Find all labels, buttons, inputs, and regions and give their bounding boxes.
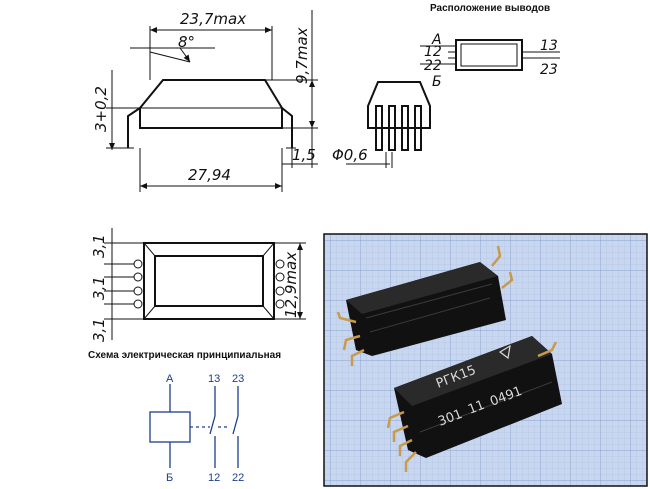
- dim-pin-spacing-1: 3,1: [90, 234, 108, 258]
- pinout-label-a: A: [431, 32, 442, 48]
- schematic-contact-23: 23: [232, 373, 244, 385]
- schematic-coil-bottom: Б: [166, 472, 173, 484]
- dim-pin-diameter: Φ0,6: [332, 146, 368, 164]
- relay-marking-code-b: 11: [466, 398, 487, 418]
- schematic-contact-22: 22: [232, 472, 244, 484]
- dim-body-depth: 12,9max: [282, 252, 300, 318]
- schematic-contact-13: 13: [208, 373, 220, 385]
- dim-lead-offset: 3+0,2: [92, 86, 110, 132]
- dim-body-height: 9,7max: [293, 27, 311, 84]
- side-view-drawing: 23,7max 8° 9,7max 3+0,2 27,94 1,5: [92, 10, 318, 192]
- pinout-diagram: Расположение выводов A 12 22 Б 13 23: [420, 3, 560, 90]
- end-view-drawing: Φ0,6: [332, 81, 431, 168]
- pinout-label-12: 12: [424, 44, 442, 60]
- dim-pin-spacing-2: 3,1: [90, 276, 108, 300]
- pinout-label-b: Б: [432, 74, 442, 90]
- relay-marking-triangle: [498, 344, 511, 360]
- plan-pins-right: [275, 259, 285, 309]
- dim-angle: 8°: [178, 33, 195, 51]
- pinout-label-13: 13: [540, 38, 558, 54]
- pinout-title: Расположение выводов: [430, 3, 550, 14]
- plan-pins-left: [133, 259, 143, 309]
- plan-view-drawing: 3,1 3,1 3,1 12,9max: [90, 228, 306, 342]
- schematic-coil-top: А: [166, 373, 174, 385]
- schematic-title: Схема электрическая принципиальная: [88, 350, 281, 361]
- pinout-label-23: 23: [540, 62, 558, 78]
- schematic-contact-12: 12: [208, 472, 220, 484]
- dim-pitch: 27,94: [188, 166, 231, 184]
- dim-lead-tail: 1,5: [292, 146, 316, 164]
- relay-photo-upper: [336, 245, 514, 366]
- pinout-label-22: 22: [424, 58, 442, 74]
- relay-photo: РГК15 301 11 0491: [323, 233, 648, 487]
- schematic-diagram: Схема электрическая принципиальная А Б 1…: [88, 350, 281, 484]
- dim-body-width: 23,7max: [180, 10, 246, 28]
- dim-pin-spacing-3: 3,1: [90, 318, 108, 342]
